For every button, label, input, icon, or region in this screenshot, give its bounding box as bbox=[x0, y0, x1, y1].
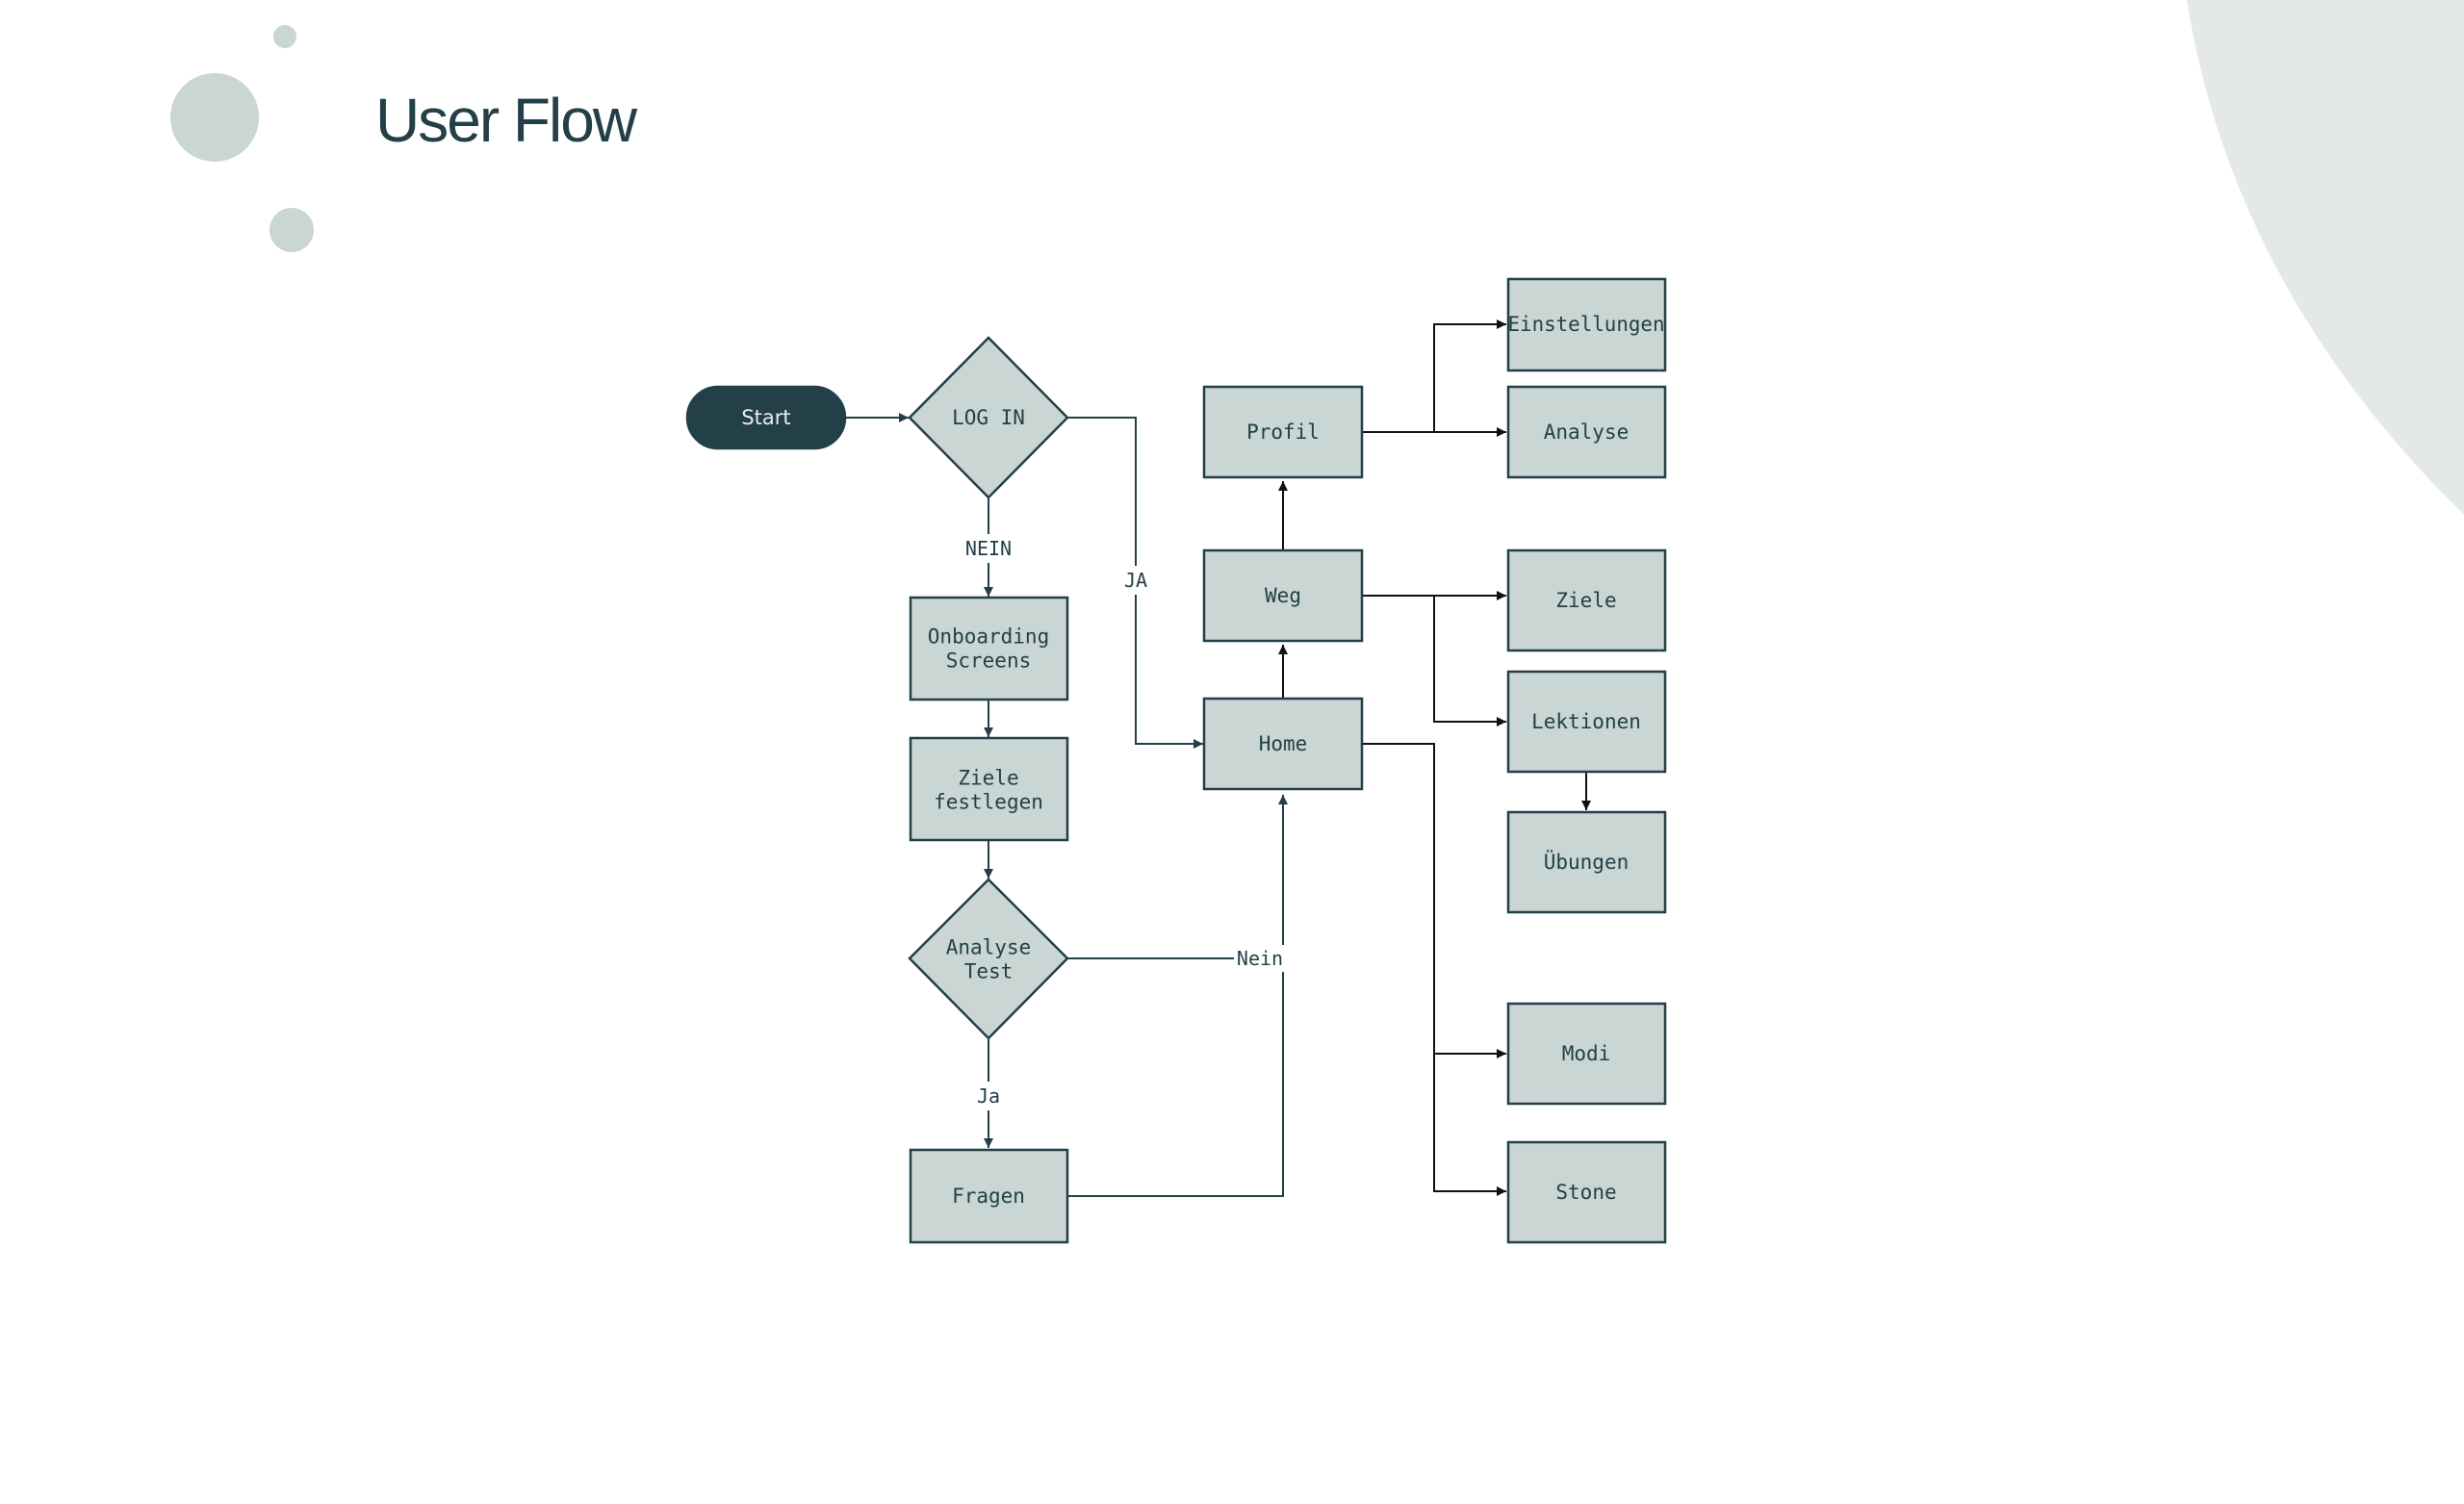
node-ziele bbox=[1506, 548, 1667, 652]
node-ziele-label: Ziele bbox=[1555, 589, 1616, 612]
node-weg-label: Weg bbox=[1265, 584, 1301, 607]
node-label-line: Onboarding bbox=[928, 625, 1049, 649]
node-onboarding-screens bbox=[909, 596, 1069, 701]
node-uebungen bbox=[1506, 810, 1667, 914]
decorative-circle-medium bbox=[270, 208, 314, 252]
edge-home-modi bbox=[1362, 743, 1506, 1058]
node-weg bbox=[1202, 548, 1364, 643]
node-label-line: Screens bbox=[946, 650, 1032, 673]
node-home-label: Home bbox=[1259, 732, 1308, 755]
node-fragen-label: Fragen bbox=[952, 1185, 1025, 1208]
node-uebungen-label: Übungen bbox=[1544, 850, 1630, 874]
node-label-line: festlegen bbox=[934, 791, 1043, 814]
node-home bbox=[1202, 697, 1364, 791]
node-modi-label: Modi bbox=[1562, 1042, 1611, 1065]
node-login-label: LOG IN bbox=[952, 406, 1025, 429]
edge-label-analyse-nein: Nein bbox=[1237, 947, 1283, 970]
node-label-line: Analyse bbox=[946, 936, 1032, 959]
node-start bbox=[685, 385, 847, 450]
page-title: User Flow bbox=[375, 86, 637, 155]
node-login-decision bbox=[908, 336, 1069, 499]
node-label-line: Ziele bbox=[958, 767, 1018, 790]
edge-fragen-home bbox=[1067, 958, 1284, 1197]
node-analyse bbox=[1506, 385, 1667, 479]
decorative-circle-large bbox=[170, 73, 259, 162]
edge-label-login-nein: NEIN bbox=[965, 537, 1012, 560]
edge-label-analyse-ja: Ja bbox=[977, 1084, 1000, 1108]
edge-weg-lektionen bbox=[1433, 596, 1506, 727]
decorative-circle-small bbox=[273, 25, 296, 48]
node-lektionen-label: Lektionen bbox=[1531, 710, 1641, 733]
node-fragen bbox=[909, 1148, 1069, 1244]
node-ziele-festlegen bbox=[909, 736, 1069, 842]
node-start-label: Start bbox=[741, 406, 790, 429]
node-analyse-test-decision bbox=[908, 878, 1069, 1040]
node-profil-label: Profil bbox=[1246, 421, 1320, 444]
node-stone bbox=[1506, 1140, 1667, 1244]
node-einstellungen bbox=[1506, 277, 1667, 372]
node-lektionen bbox=[1506, 670, 1667, 774]
edge-profil-einstellungen bbox=[1362, 319, 1506, 433]
node-profil bbox=[1202, 385, 1364, 479]
node-label-line: Test bbox=[964, 960, 1014, 983]
edge-analyse-test-home bbox=[1067, 795, 1288, 959]
node-einstellungen-label: Einstellungen bbox=[1508, 313, 1665, 336]
node-analyse-label: Analyse bbox=[1544, 421, 1630, 444]
node-modi bbox=[1506, 1002, 1667, 1106]
edge-label-login-ja: JA bbox=[1124, 569, 1147, 592]
edge-home-stone bbox=[1433, 1054, 1506, 1196]
node-stone-label: Stone bbox=[1555, 1181, 1616, 1204]
